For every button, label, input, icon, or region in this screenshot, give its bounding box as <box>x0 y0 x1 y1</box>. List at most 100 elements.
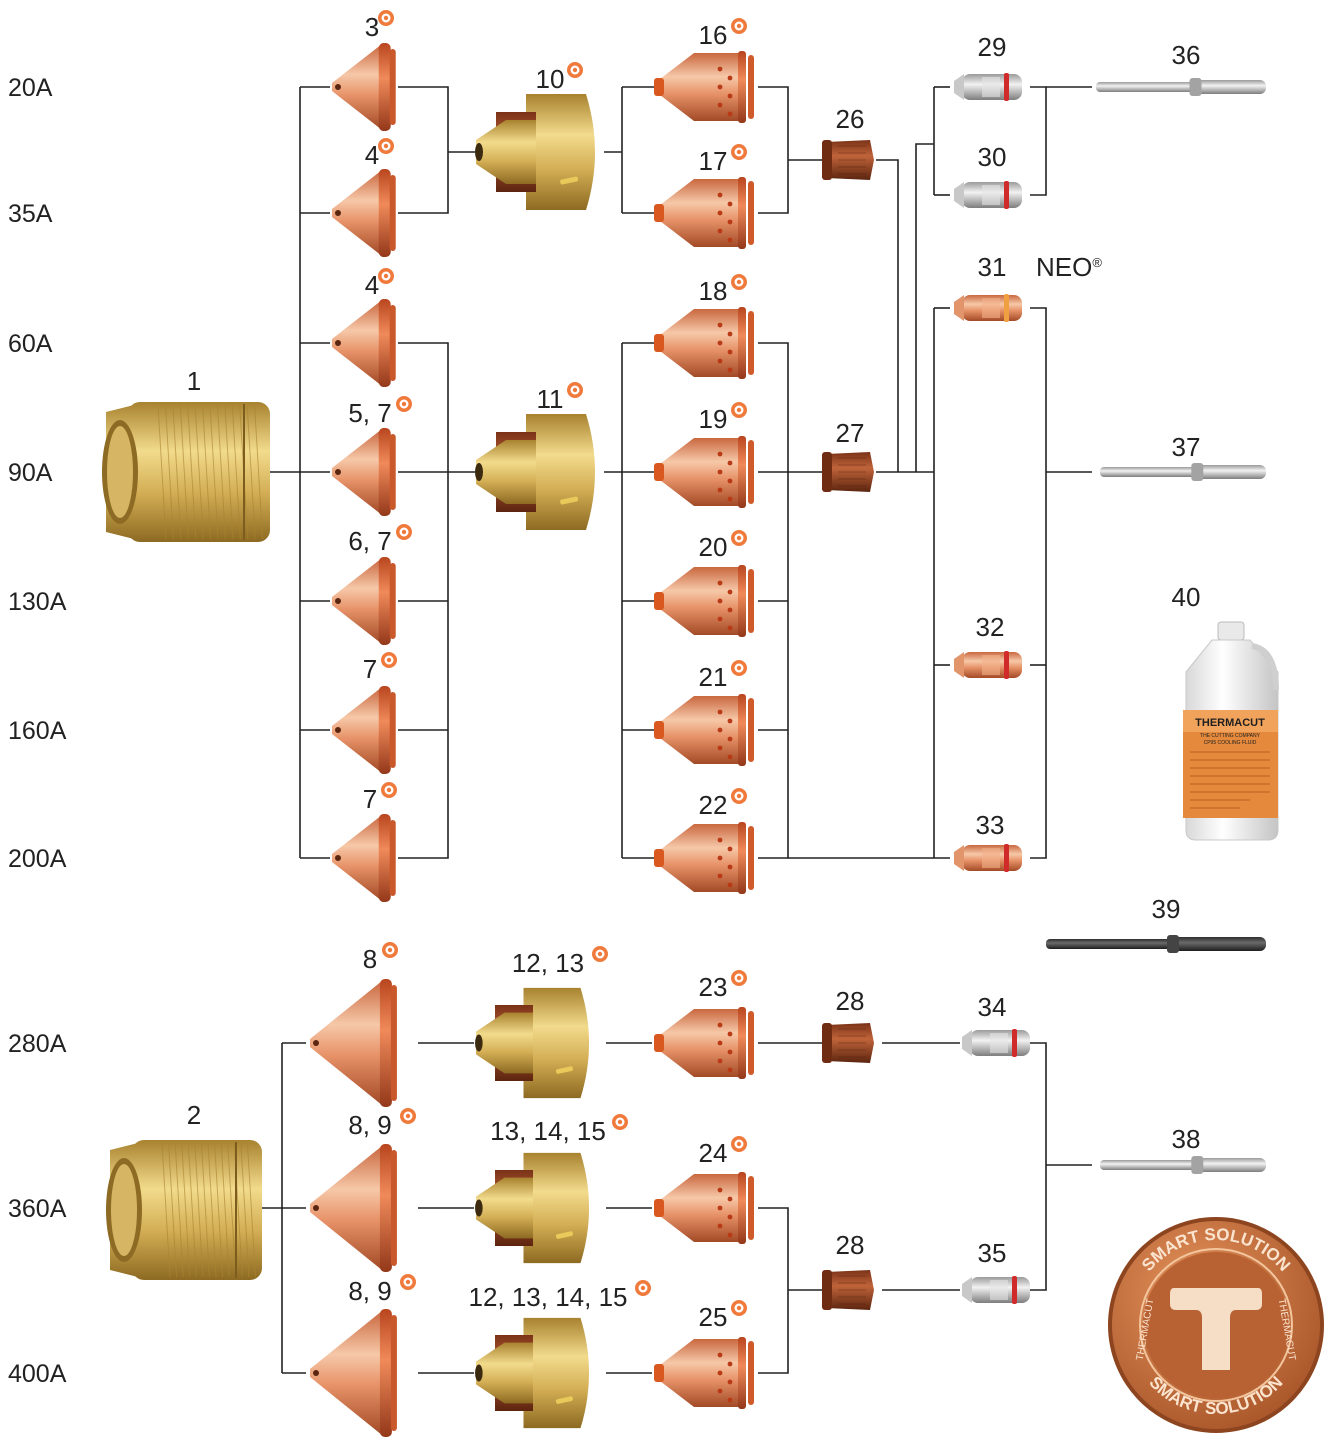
part-number-label: 25 <box>699 1302 728 1332</box>
part-number-label: 21 <box>699 662 728 692</box>
amperage-label: 400A <box>8 1360 67 1388</box>
badge-icon <box>731 274 747 290</box>
nozzle-p21 <box>654 694 754 766</box>
badge-icon <box>378 268 394 284</box>
part-number-label: 7 <box>363 654 377 684</box>
electrode-34 <box>962 1029 1030 1057</box>
part-number-label: 16 <box>699 20 728 50</box>
nozzle-p25 <box>654 1337 754 1409</box>
part-number-label: 5, 7 <box>348 398 391 428</box>
badge-icon <box>731 402 747 418</box>
amperage-label: 130A <box>8 588 67 616</box>
coolant-product: CP95 COOLING FLUID <box>1204 740 1257 746</box>
badge-icon <box>731 144 747 160</box>
swirl-ring-28a <box>822 1023 874 1063</box>
badge-icon <box>731 970 747 986</box>
part-number-label: 3 <box>365 12 379 42</box>
electrode-29 <box>954 73 1022 101</box>
part-number-label: 18 <box>699 276 728 306</box>
shield-p89b <box>310 1309 397 1437</box>
part-number-label: 8, 9 <box>348 1276 391 1306</box>
nozzle-p18 <box>654 307 754 379</box>
badge-icon <box>731 788 747 804</box>
badge-icon <box>612 1114 628 1130</box>
coolant-jug: THERMACUT THE CUTTING COMPANY CP95 COOLI… <box>1183 622 1278 840</box>
part-number-label: 11 <box>537 384 564 414</box>
part-number-label: 38 <box>1172 1124 1201 1154</box>
part-number-label: 7 <box>363 784 377 814</box>
part-number-label: 32 <box>976 612 1005 642</box>
part-number-label: 6, 7 <box>348 526 391 556</box>
amperage-label: 90A <box>8 459 53 487</box>
electrode-30 <box>954 181 1022 209</box>
badge-icon <box>382 942 398 958</box>
part-number-label: 8, 9 <box>348 1110 391 1140</box>
shield-p3 <box>332 43 396 131</box>
part-number-label: 33 <box>976 810 1005 840</box>
badge-icon <box>400 1274 416 1290</box>
shield-cap-131415 <box>475 1153 589 1263</box>
badge-icon <box>378 10 394 26</box>
part-number-label: 23 <box>699 972 728 1002</box>
nozzle-p23 <box>654 1007 754 1079</box>
part-number-label: 34 <box>978 992 1007 1022</box>
part-number-label: 24 <box>699 1138 728 1168</box>
badge-icon <box>731 530 747 546</box>
part-number-label: 20 <box>699 532 728 562</box>
shield-p4a <box>332 169 396 257</box>
shield-cap-12131415 <box>475 1318 589 1428</box>
badge-icon <box>567 382 583 398</box>
nozzle-p22 <box>654 822 754 894</box>
amperage-labels: 20A35A60A90A130A160A200A280A360A400A <box>8 74 67 1388</box>
part-number-label: 2 <box>187 1100 201 1130</box>
cooling-tube-38 <box>1100 1156 1266 1174</box>
badge-icon <box>635 1280 651 1296</box>
cooling-tube-36 <box>1096 78 1266 96</box>
part-number-label: 27 <box>836 418 865 448</box>
amperage-label: 280A <box>8 1030 67 1058</box>
badge-icon <box>731 18 747 34</box>
badge-icon <box>592 946 608 962</box>
part-number-label: 4 <box>365 140 379 170</box>
part-number-label: 22 <box>699 790 728 820</box>
smart-solution-seal: SMART SOLUTION SMART SOLUTION THERMACUT … <box>1108 1217 1324 1433</box>
part-number-label: 12, 13, 14, 15 <box>468 1282 627 1312</box>
coolant-brand: THERMACUT <box>1195 717 1265 729</box>
electrode-31 <box>954 294 1022 322</box>
badge-icon <box>400 1108 416 1124</box>
shield-cap-11 <box>475 414 595 530</box>
part-number-label: 4 <box>365 270 379 300</box>
connector-line <box>398 87 448 213</box>
badge-icon <box>396 524 412 540</box>
amperage-label: 200A <box>8 845 67 873</box>
connector-line <box>758 1208 788 1373</box>
retaining-cap-1 <box>102 402 270 542</box>
nozzle-p16 <box>654 51 754 123</box>
badge-icon <box>731 1136 747 1152</box>
electrode-33 <box>954 844 1022 872</box>
part-number-label: 1 <box>187 366 201 396</box>
part-number-label: 12, 13 <box>512 948 584 978</box>
part-number-label: 17 <box>699 146 728 176</box>
swirl-ring-26 <box>822 140 874 180</box>
retaining-cap-2 <box>106 1140 262 1280</box>
connector-line <box>758 87 788 213</box>
coolant-tagline: THE CUTTING COMPANY <box>1200 733 1261 739</box>
electrode-35 <box>962 1276 1030 1304</box>
connector-line <box>916 144 934 472</box>
badge-icon <box>396 396 412 412</box>
shield-cap-1213 <box>475 988 589 1098</box>
part-number-label: 40 <box>1172 582 1201 612</box>
shield-p8 <box>310 979 397 1107</box>
shield-p57 <box>332 428 396 516</box>
neo-label: NEO® <box>1036 252 1102 282</box>
part-number-label: 10 <box>536 64 565 94</box>
connector-line <box>1030 87 1046 195</box>
tool-39 <box>1046 935 1266 953</box>
nozzle-p19 <box>654 436 754 508</box>
part-number-label: 37 <box>1172 432 1201 462</box>
shield-p7b <box>332 814 396 902</box>
badge-icon <box>381 652 397 668</box>
